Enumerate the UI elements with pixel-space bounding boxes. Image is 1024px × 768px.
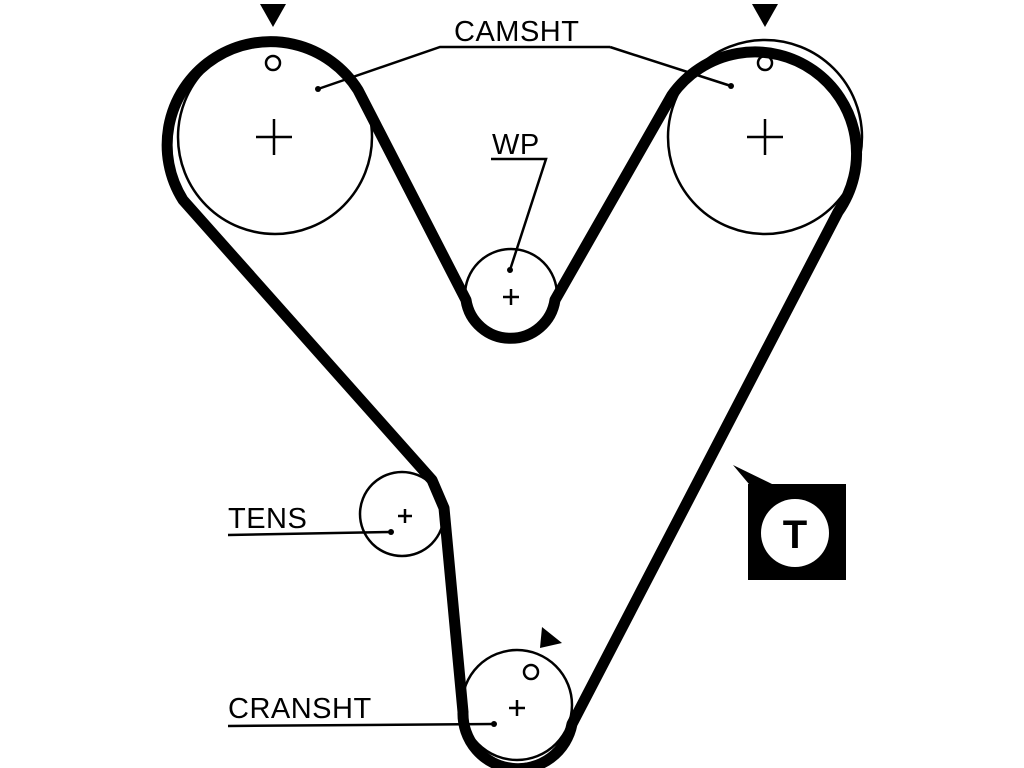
timing-hole-mark — [756, 54, 774, 72]
camshaft-leader-right — [609, 45, 732, 88]
water-pump-label: WP — [492, 129, 540, 161]
timing-hole-mark — [522, 663, 540, 681]
water-pump-pulley — [463, 247, 559, 343]
triangle-arrow-icon — [540, 627, 562, 648]
right-camshaft-pulley — [666, 38, 864, 236]
camshaft-leader-left — [317, 45, 610, 91]
crankshaft-label: CRANSHT — [228, 693, 372, 725]
tensioner-badge-letter: T — [783, 513, 807, 557]
crankshaft-pulley — [460, 648, 574, 762]
timing-hole-mark — [264, 54, 282, 72]
tensioner-pulley — [358, 470, 446, 558]
crankshaft-leader — [227, 722, 495, 728]
triangle-arrow-icon — [260, 4, 286, 27]
tensioner-leader — [227, 530, 392, 537]
triangle-arrow-icon — [752, 4, 778, 27]
left-camshaft-pulley — [176, 38, 374, 236]
tensioner-label: TENS — [228, 503, 307, 535]
camshaft-label: CAMSHT — [454, 16, 579, 48]
tensioner-t-badge-icon: T — [733, 465, 846, 580]
water-pump-leader — [491, 157, 548, 271]
